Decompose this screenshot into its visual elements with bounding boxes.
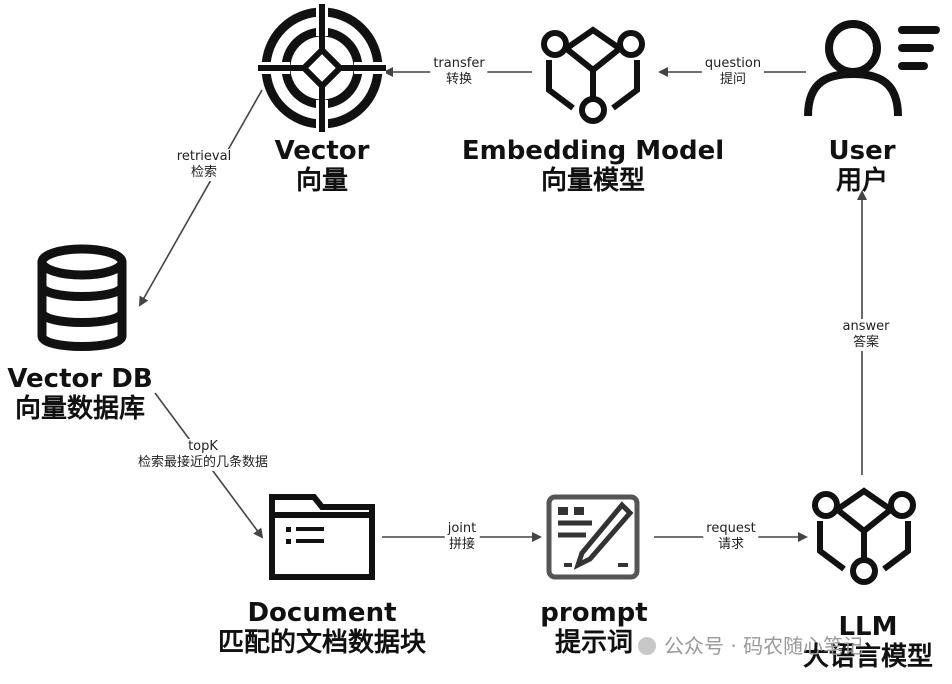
edge-label-retrieval-en: retrieval [176,149,232,164]
edge-label-retrieval: retrieval 检索 [173,149,235,181]
node-vector-title-en: Vector [274,136,370,166]
node-user-title-zh: 用户 [835,166,889,196]
edge-label-question: question 提问 [701,56,765,88]
edge-label-transfer-en: transfer [433,56,485,71]
node-user-title: User 用户 [828,136,895,196]
database-icon [37,244,127,351]
user-icon [804,20,940,117]
edge-label-request-en: request [706,521,756,536]
edge-label-request-zh: 请求 [717,537,745,552]
edge-label-transfer: transfer 转换 [430,56,488,88]
node-vectordb-title-en: Vector DB [7,364,153,394]
node-vectordb-title-zh: 向量数据库 [14,394,145,424]
edge-label-answer-zh: 答案 [852,335,879,350]
edge-label-question-en: question [704,56,762,71]
node-embedding-title-en: Embedding Model [461,136,725,166]
node-llm-title: LLM 大语言模型 [803,612,933,672]
edge-label-joint: joint 拼接 [444,521,480,553]
edge-label-answer: answer 答案 [839,319,893,351]
network-cube-icon [541,26,645,124]
edge-label-topk: topK 检索最接近的几条数据 [134,439,272,471]
watermark: 公众号 · 码农随心笔记 [638,630,863,659]
wechat-icon [638,637,656,655]
network-cube-icon [812,487,916,585]
node-document-title-en: Document [247,598,397,628]
edge-label-question-zh: 提问 [719,72,747,87]
edge-label-topk-en: topK [188,439,218,454]
node-document-title-zh: 匹配的文档数据块 [217,628,427,658]
edge-vector-to-vectordb [139,89,263,307]
edge-label-joint-en: joint [447,521,477,536]
node-prompt-title-en: prompt [540,598,648,628]
node-llm-title-en: LLM [838,612,898,642]
pen-document-icon [546,494,640,580]
edge-label-transfer-zh: 转换 [445,72,472,87]
node-embedding-title: Embedding Model 向量模型 [462,136,724,196]
node-embedding-title-zh: 向量模型 [540,166,645,196]
edge-label-retrieval-zh: 检索 [190,165,218,180]
edge-label-request: request 请求 [703,521,759,553]
node-user-title-en: User [828,136,896,166]
crosshair-icon [258,4,386,132]
node-llm-title-zh: 大语言模型 [802,642,934,672]
edge-label-answer-en: answer [842,319,890,334]
node-prompt-title-zh: 提示词 [554,628,633,658]
edge-label-joint-zh: 拼接 [448,537,476,552]
watermark-text: 公众号 · 码农随心笔记 [664,634,864,658]
folder-icon [269,494,375,580]
edge-label-topk-zh: 检索最接近的几条数据 [137,455,269,470]
node-document-title: Document 匹配的文档数据块 [218,598,426,658]
node-vector-title-zh: 向量 [295,166,349,196]
node-prompt-title: prompt 提示词 [540,598,647,658]
node-vector-title: Vector 向量 [275,136,370,196]
node-vectordb-title: Vector DB 向量数据库 [7,364,152,424]
